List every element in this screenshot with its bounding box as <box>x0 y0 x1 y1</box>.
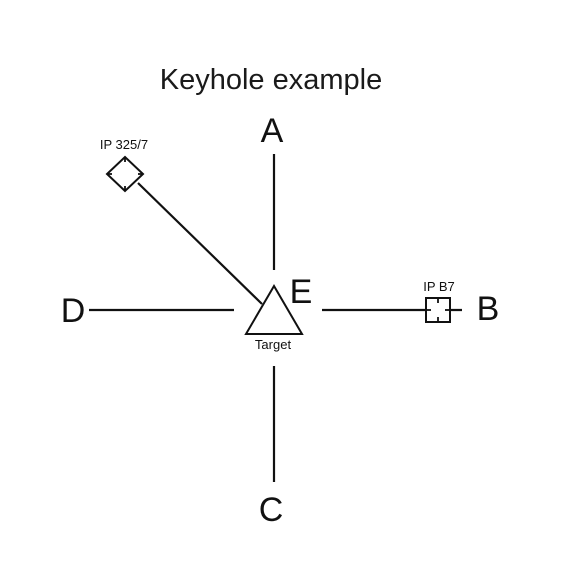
point-a-label: A <box>261 112 284 150</box>
diagram-title: Keyhole example <box>160 64 382 96</box>
ip-325-7-label: IP 325/7 <box>100 137 148 152</box>
target-triangle-icon <box>244 284 304 335</box>
point-d-label: D <box>61 292 86 330</box>
target-label: Target <box>255 337 292 352</box>
ip-b7-label: IP B7 <box>423 279 455 294</box>
ip-square-icon <box>425 297 451 323</box>
ip-diamond-icon <box>105 155 145 193</box>
point-e-label: E <box>290 273 313 311</box>
point-c-label: C <box>259 491 284 529</box>
line-to-ip-325-7 <box>137 182 263 305</box>
point-b-label: B <box>477 290 500 328</box>
